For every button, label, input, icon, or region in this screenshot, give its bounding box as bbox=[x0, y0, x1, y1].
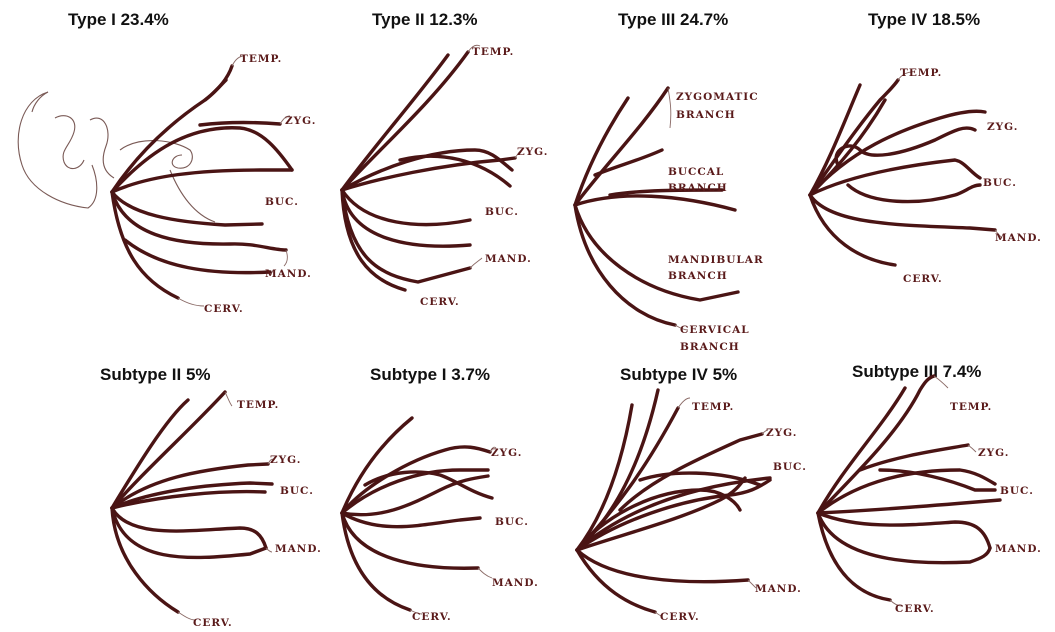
label-cervical: CERV. bbox=[420, 296, 460, 308]
label-cervical: CERV. bbox=[204, 303, 244, 315]
label-zygomatic: ZYG. bbox=[987, 121, 1018, 133]
label-mandibular: MAND. bbox=[485, 253, 532, 265]
nerve-branches bbox=[575, 88, 738, 325]
label-zygomatic: ZYG. bbox=[766, 427, 797, 439]
label-buccal: BUC. bbox=[773, 461, 807, 473]
label-zygomatic-branch-2: BRANCH bbox=[676, 109, 736, 121]
label-cervical: CERV. bbox=[412, 611, 452, 623]
label-zygomatic-branch-1: ZYGOMATIC bbox=[676, 91, 759, 103]
label-mandibular: MAND. bbox=[995, 232, 1042, 244]
label-temporal: TEMP. bbox=[692, 401, 734, 413]
label-buccal: BUC. bbox=[495, 516, 529, 528]
panel-subtype-4: TEMP. ZYG. BUC. MAND. CERV. bbox=[577, 390, 807, 623]
label-buccal: BUC. bbox=[485, 206, 519, 218]
label-buccal: BUC. bbox=[1000, 485, 1034, 497]
label-mandibular: MAND. bbox=[755, 583, 802, 595]
panel-subtype-2: TEMP. ZYG. BUC. MAND. CERV. bbox=[112, 392, 322, 629]
label-mandibular-branch-2: BRANCH bbox=[668, 270, 728, 282]
label-cervical: CERV. bbox=[895, 603, 935, 615]
label-buccal: BUC. bbox=[265, 196, 299, 208]
nerve-branches bbox=[577, 390, 770, 612]
label-zygomatic: ZYG. bbox=[978, 447, 1009, 459]
label-buccal: BUC. bbox=[280, 485, 314, 497]
label-cervical-branch-1: CERVICAL bbox=[680, 324, 750, 336]
label-mandibular: MAND. bbox=[492, 577, 539, 589]
label-mandibular-branch-1: MANDIBULAR bbox=[668, 254, 764, 266]
panel-type-1: TEMP. ZYG. BUC. MAND. CERV. bbox=[18, 53, 316, 315]
label-temporal: TEMP. bbox=[240, 53, 282, 65]
label-zygomatic: ZYG. bbox=[270, 454, 301, 466]
nerve-branches bbox=[810, 80, 995, 265]
label-mandibular: MAND. bbox=[275, 543, 322, 555]
nerve-branches bbox=[112, 66, 292, 298]
panel-type-3: ZYGOMATIC BRANCH BUCCAL BRANCH MANDIBULA… bbox=[575, 88, 764, 353]
label-cervical: CERV. bbox=[903, 273, 943, 285]
label-temporal: TEMP. bbox=[472, 46, 514, 58]
panel-type-2: TEMP. ZYG. BUC. MAND. CERV. bbox=[342, 45, 548, 308]
label-zygomatic: ZYG. bbox=[517, 146, 548, 158]
label-cervical: CERV. bbox=[193, 617, 233, 629]
label-cervical: CERV. bbox=[660, 611, 700, 623]
label-temporal: TEMP. bbox=[950, 401, 992, 413]
label-mandibular: MAND. bbox=[995, 543, 1042, 555]
panel-subtype-1: ZYG. BUC. MAND. CERV. bbox=[342, 418, 539, 623]
label-temporal: TEMP. bbox=[900, 67, 942, 79]
label-cervical-branch-2: BRANCH bbox=[680, 341, 740, 353]
label-buccal-branch-2: BRANCH bbox=[668, 182, 728, 194]
nerve-branches bbox=[112, 392, 272, 612]
label-buccal-branch-1: BUCCAL bbox=[668, 166, 724, 178]
label-zygomatic: ZYG. bbox=[491, 447, 522, 459]
panel-subtype-3: TEMP. ZYG. BUC. MAND. CERV. bbox=[818, 376, 1042, 615]
label-temporal: TEMP. bbox=[237, 399, 279, 411]
label-buccal: BUC. bbox=[983, 177, 1017, 189]
label-mandibular: MAND. bbox=[265, 268, 312, 280]
nerve-branches bbox=[342, 418, 492, 610]
panel-type-4: TEMP. ZYG. BUC. MAND. CERV. bbox=[810, 67, 1042, 285]
label-zygomatic: ZYG. bbox=[285, 115, 316, 127]
